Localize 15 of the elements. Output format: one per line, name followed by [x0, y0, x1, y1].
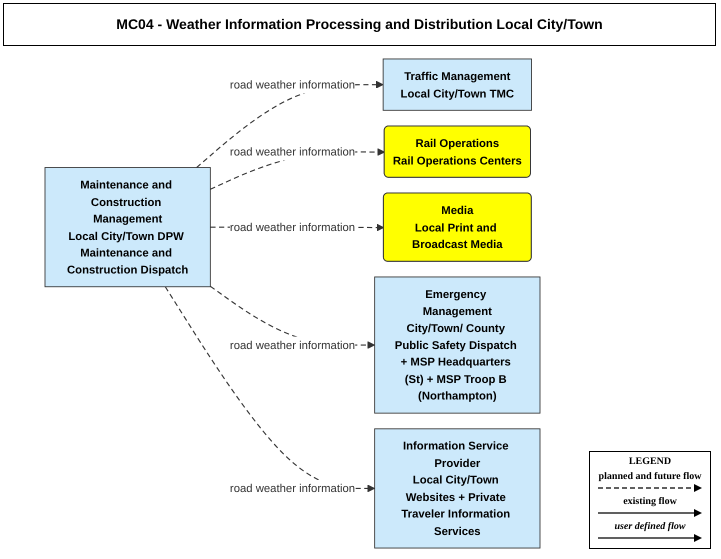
arrow: [196, 80, 384, 168]
legend-label: existing flow: [623, 496, 677, 507]
legend-label: user defined flow: [614, 521, 686, 532]
edge-label: road weather information: [230, 338, 356, 352]
edge-label: road weather information: [230, 144, 356, 158]
node-box: Emergency Management City/Town/ County Public Safety Dispatch + MSP Headquarters (St) + MSP Troop B (Northampton): [374, 276, 540, 414]
edge-label: road weather information: [230, 482, 356, 495]
node-box: Maintenance and Construction Management Local City/Town DPW Maintenance and Construction Dispatch: [44, 167, 211, 288]
legend-title: LEGEND: [628, 456, 672, 467]
legend-label: planned and future flow: [598, 471, 702, 482]
edge-label: road weather information: [230, 78, 356, 91]
node-box: Information Service Provider Local City/Town Websites + Private Traveler Information Services: [374, 428, 540, 548]
node-box: Traffic Management Local City/Town TMC: [382, 58, 532, 111]
edge-label: road weather information: [230, 220, 356, 234]
diagram-title: MC04 - Weather Information Processing and Distribution Local City/Town: [3, 3, 716, 46]
